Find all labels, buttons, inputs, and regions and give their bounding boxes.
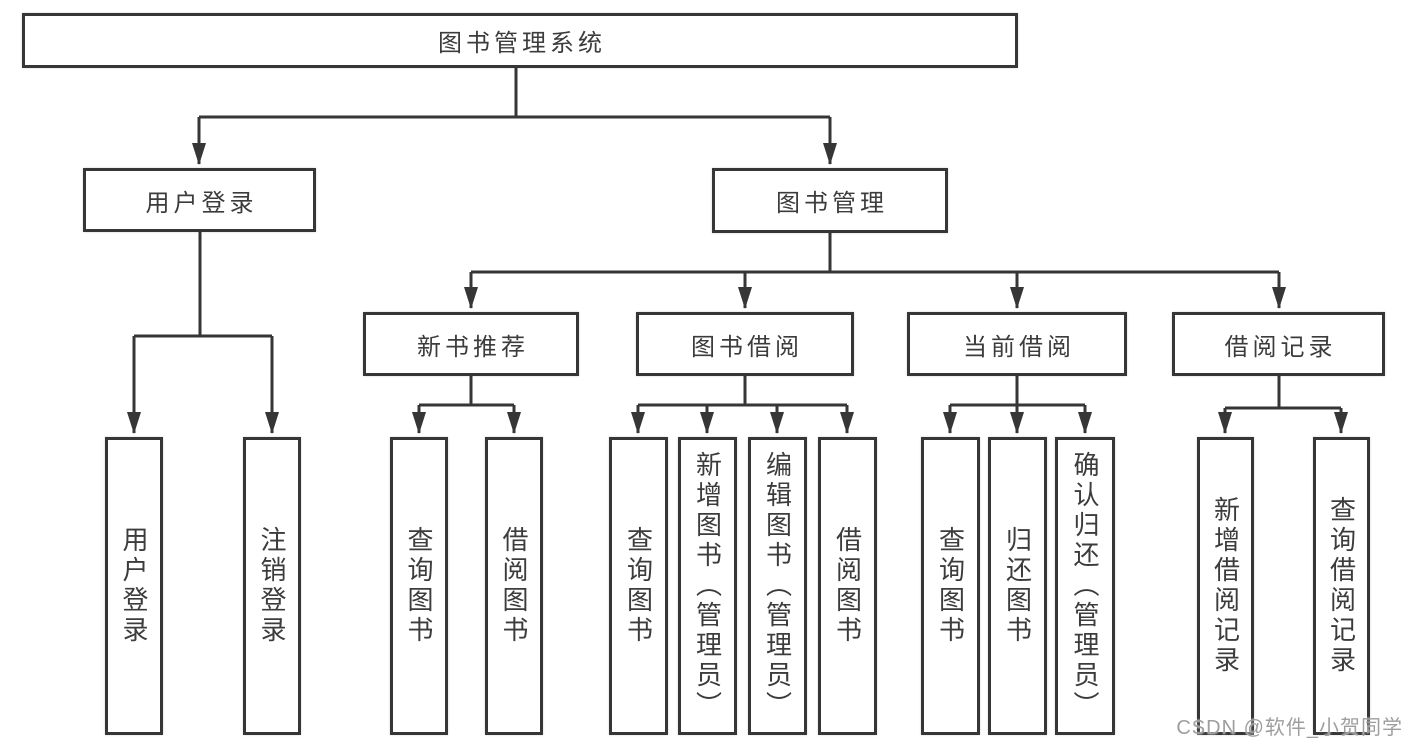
- leaf-query-books-current: 查询图书: [921, 437, 980, 735]
- node-new-book-recommend: 新书推荐: [363, 312, 579, 376]
- node-book-borrow: 图书借阅: [636, 312, 854, 376]
- leaf-query-books-borrow: 查询图书: [609, 437, 668, 735]
- csdn-watermark: CSDN @软件_小贺同学: [1176, 717, 1403, 739]
- leaf-query-books-recommend: 查询图书: [390, 437, 448, 735]
- new-book-recommend-branch: [412, 375, 521, 434]
- root-branch: [192, 67, 837, 165]
- leaf-borrow-books-borrow: 借阅图书: [818, 437, 877, 735]
- leaf-return-books: 归还图书: [988, 437, 1047, 735]
- node-borrow-records: 借阅记录: [1172, 312, 1385, 376]
- node-book-management: 图书管理: [712, 168, 948, 233]
- leaf-user-login: 用户登录: [105, 437, 163, 735]
- leaf-add-book-admin: 新增图书（管理员）: [678, 437, 737, 735]
- book-management-branch: [464, 233, 1286, 309]
- leaf-query-borrow-record: 查询借阅记录: [1313, 437, 1370, 735]
- user-login-branch: [127, 231, 279, 434]
- node-current-borrow: 当前借阅: [907, 312, 1127, 376]
- node-root: 图书管理系统: [22, 13, 1018, 68]
- book-borrow-branch: [631, 375, 854, 434]
- leaf-borrow-books-recommend: 借阅图书: [485, 437, 543, 735]
- leaf-add-borrow-record: 新增借阅记录: [1197, 437, 1254, 735]
- leaf-edit-book-admin: 编辑图书（管理员）: [748, 437, 807, 735]
- node-user-login: 用户登录: [83, 168, 316, 232]
- leaf-logout: 注销登录: [243, 437, 301, 735]
- current-borrow-branch: [943, 375, 1092, 434]
- borrow-records-branch: [1218, 375, 1348, 434]
- leaf-confirm-return-admin: 确认归还（管理员）: [1055, 437, 1115, 735]
